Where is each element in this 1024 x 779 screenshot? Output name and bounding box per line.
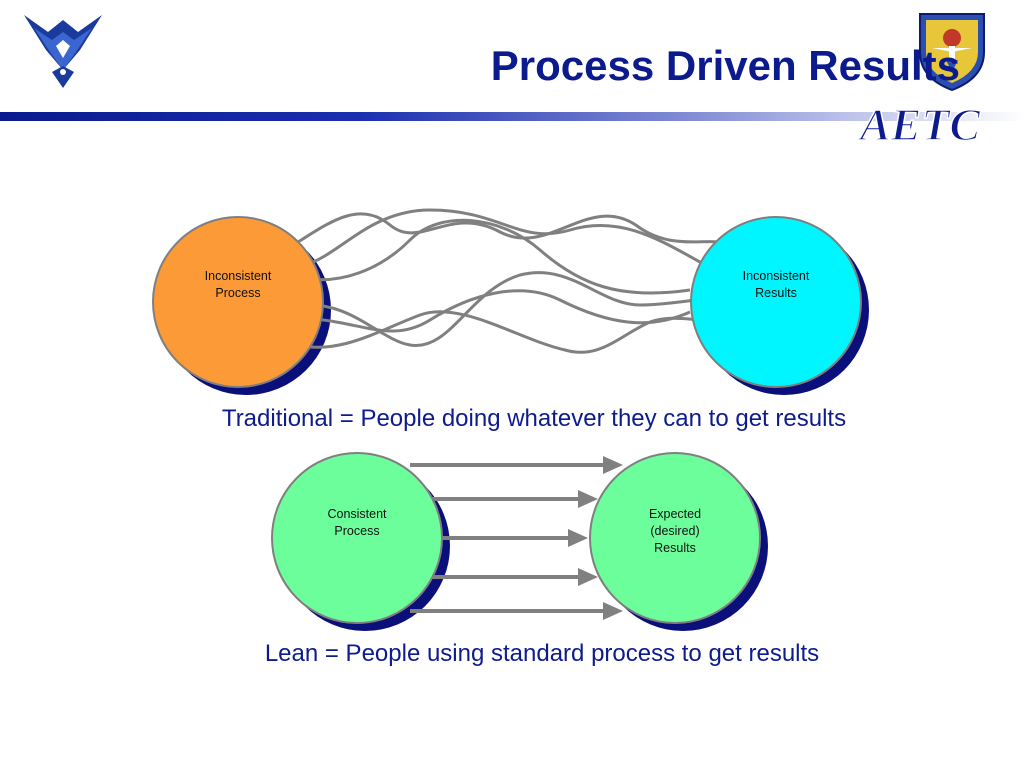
traditional-caption: Traditional = People doing whatever they…	[221, 405, 847, 432]
expected-results-label-line1: Expected	[649, 507, 701, 521]
chaotic-line	[297, 310, 706, 354]
consistent-process-circle	[271, 452, 443, 624]
svg-text:AETC: AETC	[857, 99, 981, 150]
title-rule	[0, 112, 1024, 121]
consistent-process-label-line1: Consistent	[327, 507, 387, 521]
consistent-process-label-line2: Process	[334, 524, 379, 538]
inconsistent-results-circle	[690, 216, 862, 388]
air-force-logo-icon	[24, 15, 102, 88]
chaotic-line	[304, 208, 701, 267]
chaotic-line	[297, 212, 719, 244]
chaotic-line	[299, 271, 696, 347]
inconsistent-process-label-line1: Inconsistent	[205, 269, 272, 283]
expected-results-label-line3: Results	[654, 541, 696, 555]
arrow	[432, 490, 598, 508]
arrow	[410, 456, 623, 474]
aetc-logo-text: AETC	[856, 98, 982, 151]
expected-results-circle	[589, 452, 761, 624]
aetc-shield-icon	[919, 13, 985, 92]
inconsistent-process-circle	[152, 216, 324, 388]
arrow	[432, 568, 598, 586]
inconsistent-results-label-line2: Results	[755, 286, 797, 300]
inconsistent-process-label-line2: Process	[215, 286, 260, 300]
inconsistent-results-label-line1: Inconsistent	[743, 269, 810, 283]
expected-results-label-line2: (desired)	[650, 524, 699, 538]
page-title: Process Driven Results	[490, 42, 960, 89]
arrow	[410, 602, 623, 620]
chaotic-line	[299, 289, 691, 333]
arrow	[441, 529, 588, 547]
chaotic-line	[301, 218, 691, 295]
standard-arrows	[410, 456, 623, 620]
lean-caption: Lean = People using standard process to …	[264, 640, 820, 667]
chaotic-connectors	[297, 208, 719, 354]
